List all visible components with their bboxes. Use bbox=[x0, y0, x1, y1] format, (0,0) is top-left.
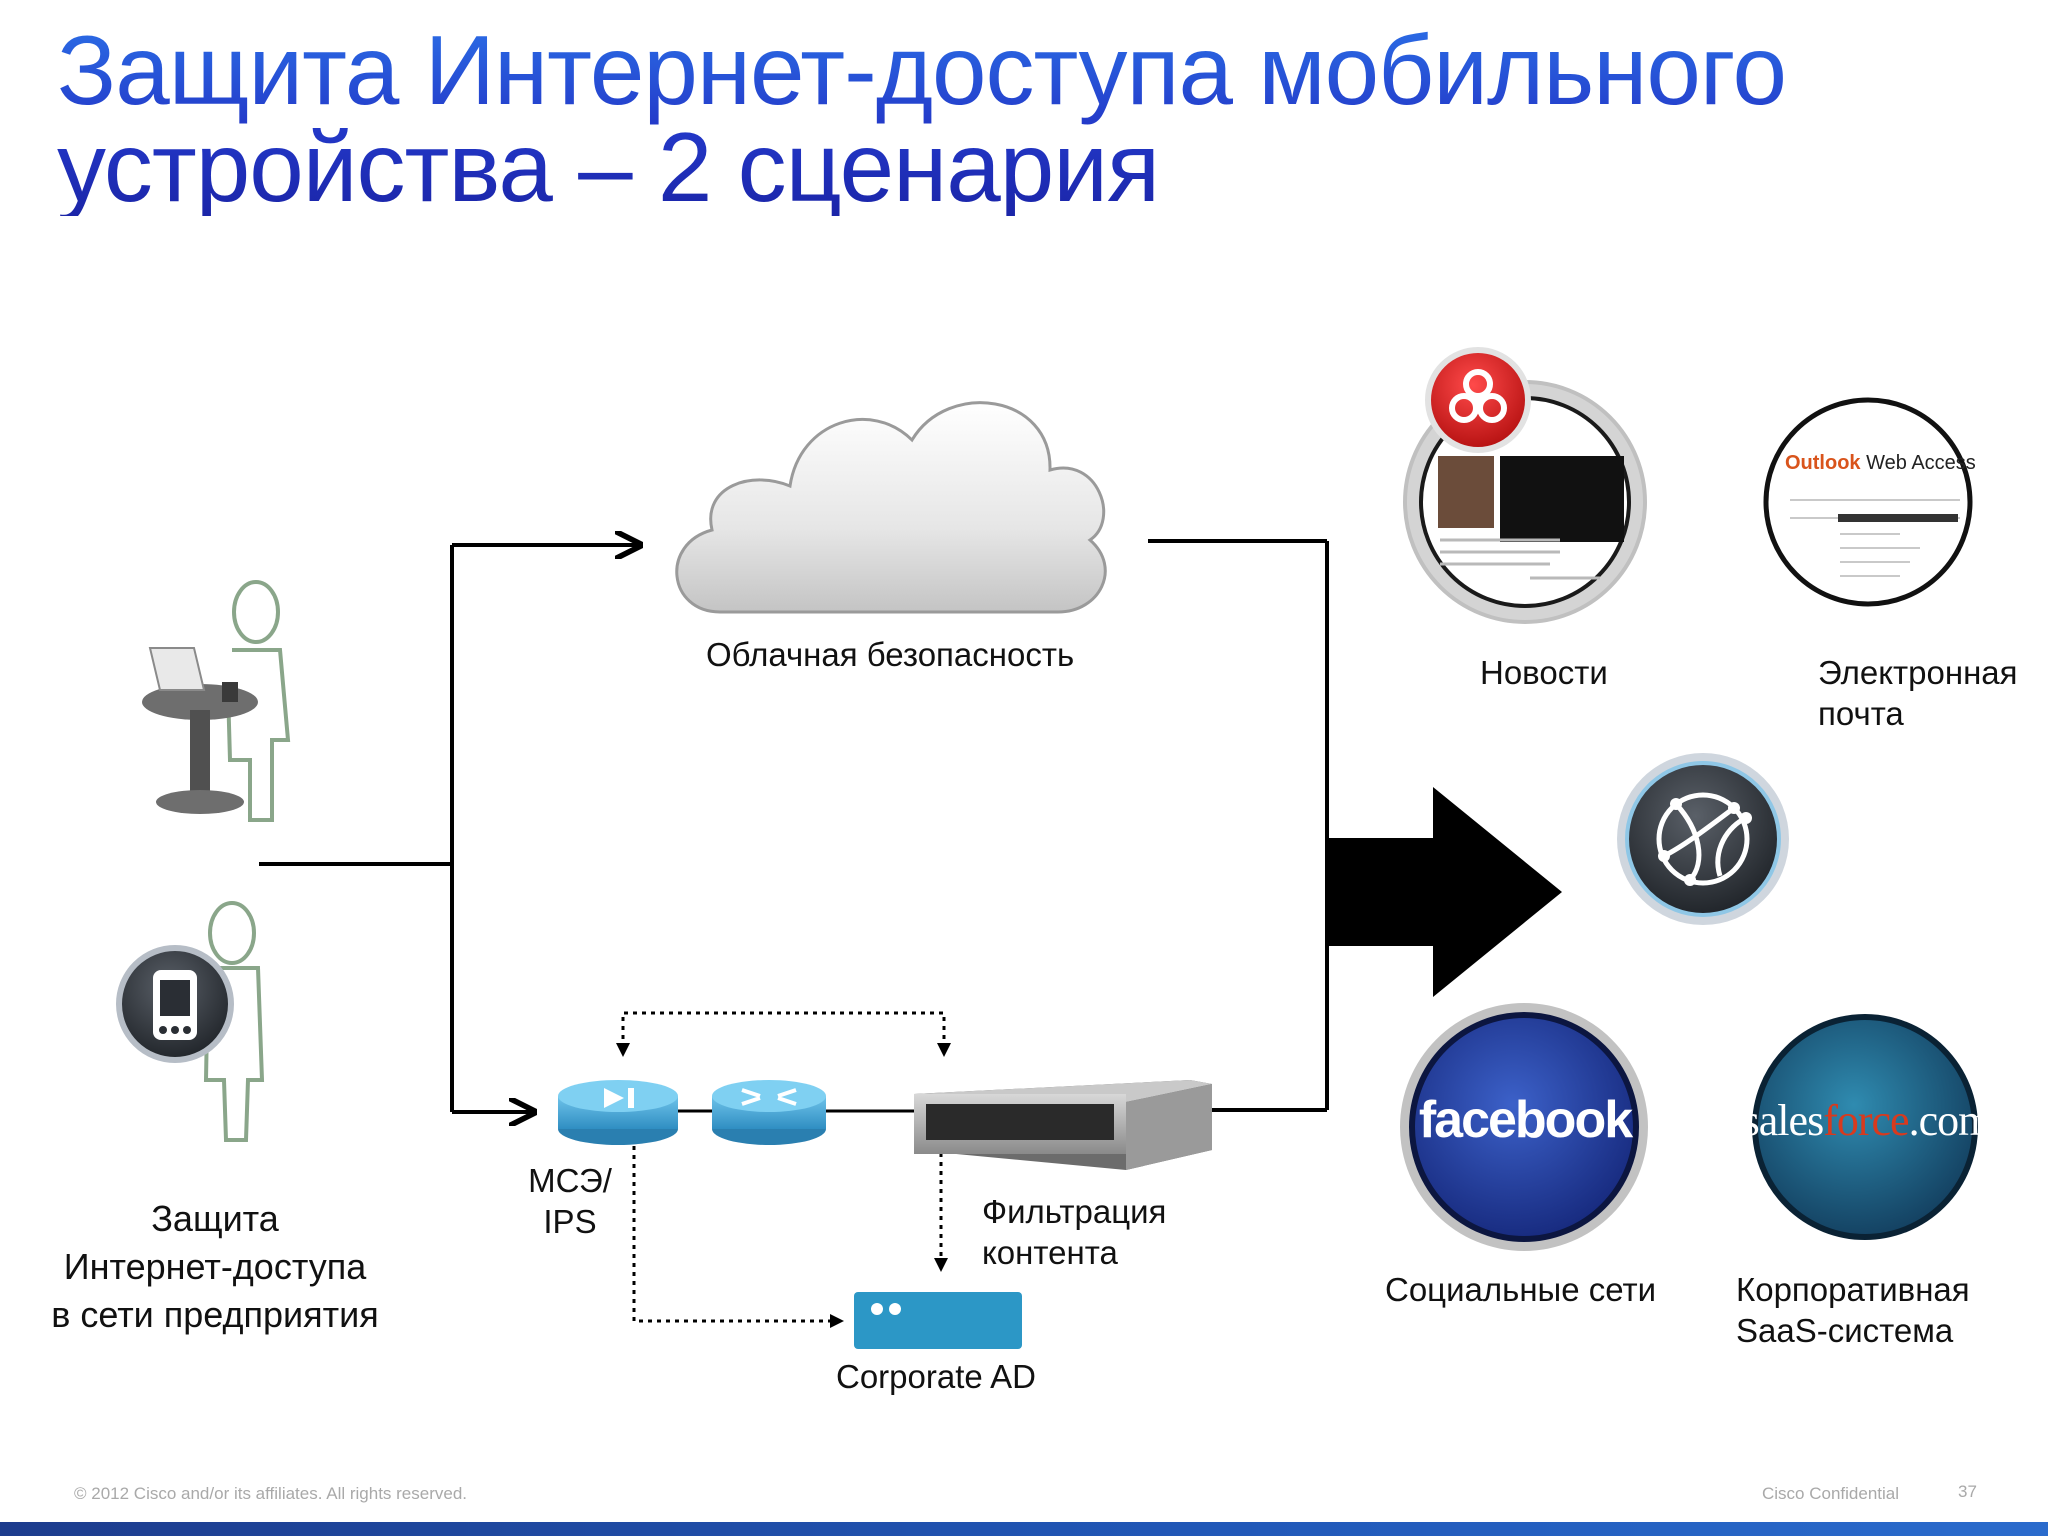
router-icon bbox=[712, 1080, 826, 1145]
dotted-fw-appliance bbox=[621, 1011, 946, 1048]
email-label-line-1: Электронная bbox=[1818, 654, 2018, 691]
owa-logo-part-2: Web Access bbox=[1860, 452, 1976, 474]
social-networks-label: Социальные сети bbox=[1385, 1271, 1657, 1308]
salesforce-logo-part-2: force bbox=[1823, 1096, 1909, 1145]
salesforce-logo: salesforce.com bbox=[1727, 1095, 2007, 1146]
cloud-icon bbox=[675, 401, 1107, 614]
content-filter-label: Фильтрация контента bbox=[982, 1191, 1166, 1273]
confidential-text: Cisco Confidential bbox=[1762, 1484, 1900, 1503]
enterprise-protection-label: Защита Интернет-доступа в сети предприят… bbox=[20, 1195, 410, 1339]
salesforce-logo-part-1: sales bbox=[1742, 1096, 1825, 1145]
cafe-table-icon bbox=[142, 647, 258, 814]
biohazard-icon bbox=[1425, 347, 1531, 453]
user-laptop-icon bbox=[226, 580, 291, 822]
connector-lines bbox=[259, 541, 1329, 1112]
user-phone-icon bbox=[203, 901, 265, 1142]
cloud-security-label: Облачная безопасность bbox=[706, 636, 1075, 673]
email-site-icon bbox=[1763, 397, 1973, 607]
dotted-fw-ad bbox=[632, 1146, 836, 1323]
facebook-logo: facebook bbox=[1418, 1091, 1633, 1149]
copyright-text: © 2012 Cisco and/or its affiliates. All … bbox=[74, 1484, 468, 1503]
server-icon bbox=[854, 1292, 1022, 1349]
mobile-phone-icon bbox=[116, 945, 234, 1063]
enterprise-label-line-3: в сети предприятия bbox=[51, 1294, 379, 1335]
enterprise-label-line-1: Защита bbox=[151, 1198, 279, 1239]
page-number: 37 bbox=[1958, 1482, 1977, 1501]
salesforce-logo-part-3: .com bbox=[1908, 1096, 1993, 1145]
facebook-circle-icon bbox=[1400, 1003, 1648, 1251]
saas-label-line-2: SaaS-система bbox=[1736, 1312, 1954, 1349]
dotted-arrowheads bbox=[616, 1043, 951, 1328]
dotted-links bbox=[621, 1011, 946, 1323]
saas-label-line-1: Корпоративная bbox=[1736, 1271, 1970, 1308]
owa-logo-part-1: Outlook bbox=[1785, 452, 1861, 474]
saas-label: Корпоративная SaaS-система bbox=[1736, 1269, 1970, 1351]
content-filter-label-line-2: контента bbox=[982, 1234, 1118, 1271]
corporate-ad-label: Corporate AD bbox=[836, 1358, 1036, 1395]
globe-icon bbox=[1617, 753, 1789, 925]
footer-bar bbox=[0, 1522, 2048, 1536]
content-filter-label-line-1: Фильтрация bbox=[982, 1193, 1167, 1230]
firewall-icon bbox=[558, 1080, 678, 1145]
content-filter-appliance-icon bbox=[914, 1080, 1212, 1170]
firewall-label: МСЭ/ IPS bbox=[520, 1160, 620, 1242]
email-label-line-2: почта bbox=[1818, 695, 1904, 732]
firewall-label-line-1: МСЭ/ bbox=[528, 1162, 612, 1199]
news-site-icon bbox=[1403, 380, 1647, 624]
news-label: Новости bbox=[1480, 654, 1608, 691]
big-arrow bbox=[1327, 787, 1562, 997]
salesforce-circle-icon bbox=[1752, 1014, 1978, 1240]
email-label: Электронная почта bbox=[1818, 652, 2018, 734]
outlook-web-access-logo: Outlook Web Access bbox=[1785, 452, 1976, 475]
enterprise-label-line-2: Интернет-доступа bbox=[63, 1246, 367, 1287]
firewall-label-line-2: IPS bbox=[543, 1203, 597, 1240]
